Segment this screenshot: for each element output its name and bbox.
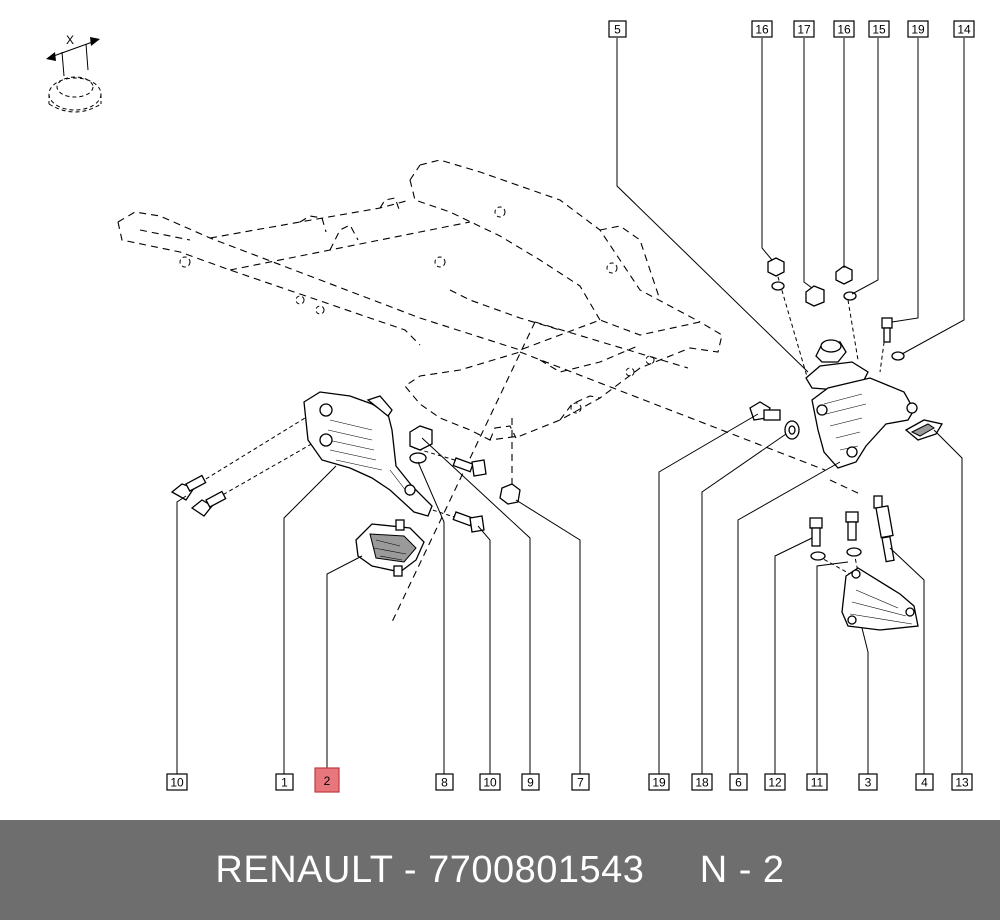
bolt-10-left-2 [190, 490, 227, 517]
leader-lines [176, 38, 965, 774]
callout-top-19: 19 [907, 20, 929, 38]
callout-top-5: 5 [608, 20, 627, 38]
footer-brand: RENAULT [215, 848, 393, 891]
callout-bottom-9: 9 [521, 773, 540, 791]
callout-bottom-6: 6 [729, 773, 748, 791]
lower-bracket-part [841, 567, 919, 631]
callout-bottom-10b: 10 [479, 773, 501, 791]
callout-top-17-label: 17 [797, 23, 811, 37]
bolt-11 [845, 511, 862, 557]
exploded-parts-diagram: X [46, 20, 975, 793]
callout-bottom-4: 4 [915, 773, 934, 791]
washer-14 [891, 351, 905, 361]
callout-bottom-4-label: 4 [921, 776, 928, 790]
callout-bottom-19-label: 19 [652, 776, 666, 790]
stud-4 [873, 495, 895, 563]
callout-bottom-8: 8 [435, 773, 454, 791]
engine-mount-part [355, 519, 425, 577]
footer-gap [644, 849, 699, 891]
callout-bottom-10a-label: 10 [170, 776, 184, 790]
callout-bottom-13-label: 13 [955, 776, 969, 790]
assembly-lines [187, 269, 887, 623]
footer-part-number: 7700801543 [428, 848, 645, 891]
bolt-10-middle [452, 457, 487, 477]
callout-top-16a-label: 16 [755, 23, 769, 37]
callout-top-16b: 16 [833, 20, 855, 38]
callout-bottom-3: 3 [858, 773, 878, 791]
callout-bottom-12: 12 [764, 773, 786, 791]
footer-position-label: N - 2 [699, 848, 785, 891]
callout-top-16a: 16 [751, 20, 773, 38]
callout-bottom-18: 18 [691, 773, 713, 791]
callout-bottom-12-label: 12 [768, 776, 782, 790]
subframe-outline [117, 159, 723, 441]
callout-bottom-6-label: 6 [735, 776, 742, 790]
nut-16-right [835, 265, 857, 301]
bolt-19-top [881, 317, 893, 343]
bolt-19-right [749, 401, 781, 421]
footer-caption: RENAULT - 7700801543 N - 2 [215, 849, 784, 892]
washer-18 [784, 420, 800, 440]
callout-bottom-1-label: 1 [281, 776, 288, 790]
bolt-12 [809, 517, 826, 561]
callout-top-16b-label: 16 [837, 23, 851, 37]
callout-bottom-9-label: 9 [527, 776, 534, 790]
callout-bottom-10b-label: 10 [483, 776, 497, 790]
callout-bottom-11: 11 [806, 773, 828, 791]
clip-13 [904, 419, 944, 441]
mount-bracket-part [303, 391, 433, 517]
nut-7 [499, 483, 521, 505]
part-number-footer: RENAULT - 7700801543 N - 2 [0, 820, 1000, 920]
callout-bottom-7: 7 [571, 773, 590, 791]
right-mount-part [805, 339, 918, 469]
callout-top-19-label: 19 [911, 23, 925, 37]
callout-bottom-2-label: 2 [324, 774, 331, 788]
callout-bottom-10a: 10 [166, 773, 188, 791]
callout-bottom-3-label: 3 [865, 776, 872, 790]
callout-top-14: 14 [953, 20, 975, 38]
callout-top-5-label: 5 [614, 23, 621, 37]
callout-bottom-18-label: 18 [695, 776, 709, 790]
bolt-10-middle-2 [452, 511, 485, 533]
dimension-symbol-label: X [66, 33, 74, 47]
nut-17 [805, 285, 825, 307]
nut-16-left [767, 257, 785, 291]
callout-bottom-2: 2 [314, 767, 340, 793]
callout-bottom-1: 1 [275, 773, 294, 791]
footer-separator: - [392, 848, 429, 891]
callout-bottom-11-label: 11 [811, 776, 824, 790]
callout-top-15: 15 [868, 20, 890, 38]
callout-bottom-8-label: 8 [441, 776, 448, 790]
callout-bottom-7-label: 7 [577, 776, 584, 790]
nut-dimension-icon: X [46, 33, 102, 113]
callout-top-17: 17 [793, 20, 815, 38]
callout-bottom-13: 13 [951, 773, 973, 791]
bolt-10-left [170, 474, 207, 501]
spacer-8 [409, 425, 433, 464]
callout-bottom-19: 19 [648, 773, 670, 791]
callout-top-15-label: 15 [872, 23, 886, 37]
callout-top-14-label: 14 [957, 23, 971, 37]
